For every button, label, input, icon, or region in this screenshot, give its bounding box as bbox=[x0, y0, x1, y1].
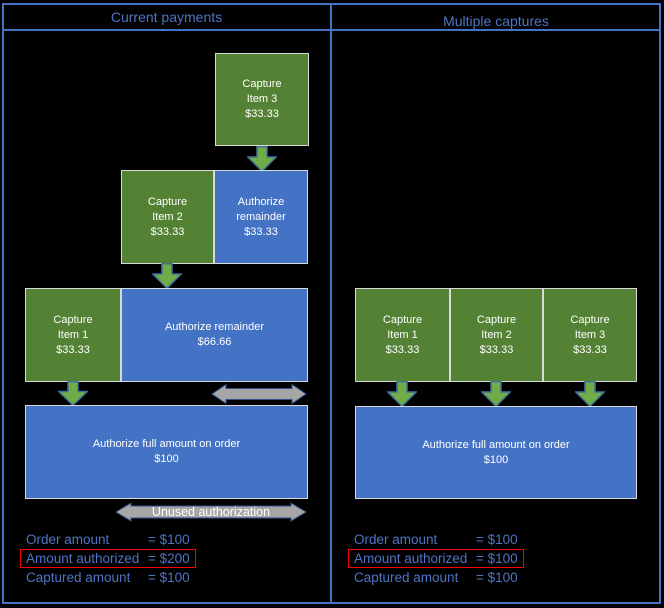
box-line: Capture bbox=[242, 78, 282, 90]
summary-value: = $100 bbox=[148, 532, 190, 547]
summary-row-order-amount: Order amount = $100 bbox=[348, 530, 524, 549]
panel-title-label: Multiple captures bbox=[443, 13, 549, 29]
box-left-capture-item-2: Capture Item 2 $33.33 bbox=[121, 170, 214, 264]
box-line: Capture bbox=[570, 313, 610, 326]
box-line: $33.33 bbox=[479, 343, 514, 356]
box-line: Item 3 bbox=[574, 328, 606, 341]
summary-value: = $100 bbox=[148, 570, 190, 585]
box-left-capture-item-1: Capture Item 1 $33.33 bbox=[25, 288, 121, 382]
down-arrow-icon bbox=[245, 146, 279, 173]
box-right-capture-item-2: Capture Item 2 $33.33 bbox=[450, 288, 543, 382]
summary-label: Captured amount bbox=[354, 570, 459, 585]
box-line: Item 2 bbox=[481, 328, 512, 341]
summary-label: Amount authorized bbox=[354, 551, 468, 566]
panel-title-label: Current payments bbox=[110, 8, 223, 25]
box-line: Item 3 bbox=[246, 93, 278, 105]
box-line: Authorize full amount on order bbox=[92, 438, 241, 450]
unused-authorization-arrow: Unused authorization bbox=[115, 502, 307, 522]
summary-label: Captured amount bbox=[26, 570, 131, 585]
down-arrow-icon bbox=[56, 381, 90, 407]
down-arrow-icon bbox=[385, 381, 419, 408]
box-right-authorize-full: Authorize full amount on order $100 bbox=[355, 406, 637, 499]
box-line: Capture bbox=[476, 313, 517, 326]
box-line: $100 bbox=[154, 453, 179, 465]
box-line: Item 1 bbox=[57, 328, 89, 341]
box-line: $33.33 bbox=[56, 343, 90, 356]
box-line: Capture bbox=[382, 313, 423, 326]
box-left-authorize-full: Authorize full amount on order $100 bbox=[25, 405, 308, 499]
box-right-capture-item-1: Capture Item 1 $33.33 bbox=[355, 288, 450, 382]
summary-right: Order amount = $100 Amount authorized = … bbox=[348, 530, 524, 587]
panel-divider-line bbox=[330, 3, 332, 604]
down-arrow-icon bbox=[479, 381, 513, 408]
box-line: $100 bbox=[483, 453, 509, 466]
box-line: $66.66 bbox=[197, 336, 232, 348]
panel-title-multiple-captures: Multiple captures bbox=[331, 4, 661, 30]
unused-authorization-label: Unused authorization bbox=[151, 505, 271, 519]
box-line: remainder bbox=[236, 210, 286, 223]
down-arrow-icon bbox=[573, 381, 607, 408]
summary-value: = $100 bbox=[476, 532, 518, 547]
summary-label: Order amount bbox=[26, 532, 110, 547]
box-right-capture-item-3: Capture Item 3 $33.33 bbox=[543, 288, 637, 382]
box-left-capture-item-3: Capture Item 3 $33.33 bbox=[215, 53, 309, 146]
box-line: Authorize full amount on order bbox=[422, 438, 570, 451]
summary-value: = $100 bbox=[476, 570, 518, 585]
box-line: Authorize remainder bbox=[164, 321, 265, 333]
box-line: $33.33 bbox=[385, 343, 420, 356]
double-arrow-icon bbox=[211, 383, 307, 405]
box-line: $33.33 bbox=[150, 225, 185, 238]
box-line: Item 2 bbox=[152, 210, 183, 223]
summary-row-amount-authorized-highlighted: Amount authorized = $200 bbox=[20, 549, 196, 568]
box-line: $33.33 bbox=[244, 225, 278, 238]
box-line: $33.33 bbox=[573, 343, 607, 356]
box-line: $33.33 bbox=[245, 108, 279, 120]
summary-value: = $100 bbox=[476, 551, 518, 566]
summary-label: Order amount bbox=[354, 532, 438, 547]
down-arrow-icon bbox=[150, 263, 184, 290]
box-left-authorize-remainder-large: Authorize remainder $66.66 bbox=[121, 288, 308, 382]
summary-left: Order amount = $100 Amount authorized = … bbox=[20, 530, 196, 587]
box-left-authorize-remainder-small: Authorize remainder $33.33 bbox=[214, 170, 308, 264]
summary-row-captured-amount: Captured amount = $100 bbox=[20, 568, 196, 587]
box-line: Item 1 bbox=[387, 328, 418, 341]
summary-row-amount-authorized-highlighted: Amount authorized = $100 bbox=[348, 549, 524, 568]
summary-label: Amount authorized bbox=[26, 551, 140, 566]
panel-title-current-payments: Current payments bbox=[2, 4, 331, 29]
summary-row-order-amount: Order amount = $100 bbox=[20, 530, 196, 549]
summary-row-captured-amount: Captured amount = $100 bbox=[348, 568, 524, 587]
box-line: Capture bbox=[147, 195, 188, 208]
box-line: Authorize bbox=[237, 195, 285, 208]
summary-value: = $200 bbox=[148, 551, 190, 566]
box-line: Capture bbox=[53, 313, 93, 326]
